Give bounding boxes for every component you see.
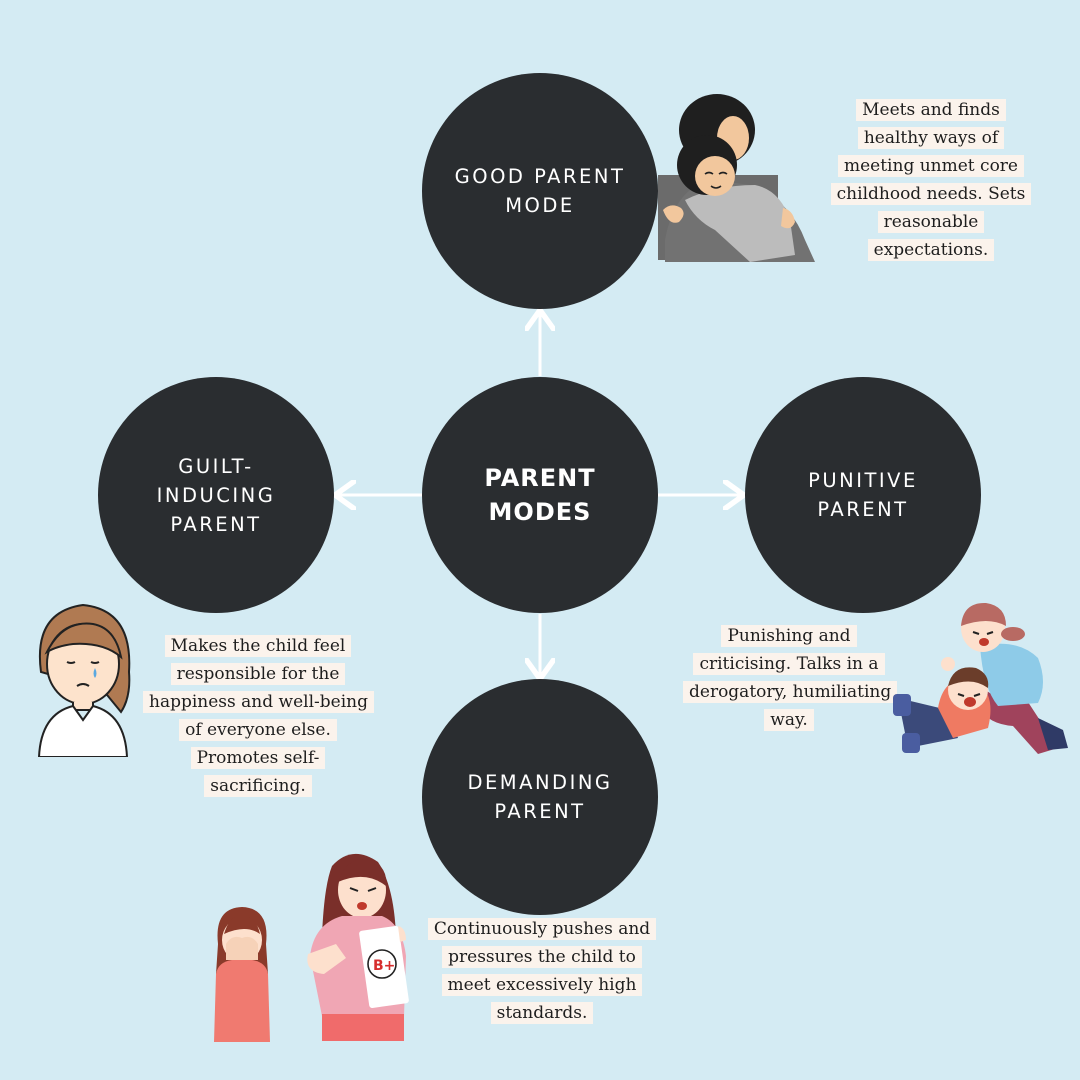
angry-mother-grade-illustration: B+ xyxy=(307,853,409,1041)
punitive-parent-node: PUNITIVE PARENT xyxy=(745,377,981,613)
sad-woman-illustration xyxy=(37,603,131,757)
punitive-parent-description: Punishing and criticising. Talks in a de… xyxy=(683,622,898,734)
parent-modes-center-node: PARENT MODES xyxy=(422,377,658,613)
guilt-inducing-parent-label: GUILT-INDUCING PARENT xyxy=(156,454,276,536)
grade-paper-text: B+ xyxy=(373,958,395,974)
good-parent-description: Meets and finds healthy ways of meeting … xyxy=(826,96,1036,264)
guilt-inducing-parent-description: Makes the child feel responsible for the… xyxy=(143,632,374,800)
hugging-parent-child-illustration xyxy=(658,94,815,262)
parent-modes-title: PARENT MODES xyxy=(484,464,596,526)
punitive-parent-label: PUNITIVE PARENT xyxy=(808,469,918,521)
crying-child-illustration xyxy=(214,907,270,1042)
fighting-children-illustration xyxy=(893,602,1068,754)
demanding-parent-label: DEMANDING PARENT xyxy=(467,771,613,823)
demanding-parent-description: Continuously pushes and pressures the ch… xyxy=(424,915,660,1027)
demanding-parent-node: DEMANDING PARENT xyxy=(422,679,658,915)
good-parent-mode-node: GOOD PARENT MODE xyxy=(422,73,658,309)
guilt-inducing-parent-node: GUILT-INDUCING PARENT xyxy=(98,377,334,613)
good-parent-mode-label: GOOD PARENT MODE xyxy=(454,165,626,217)
